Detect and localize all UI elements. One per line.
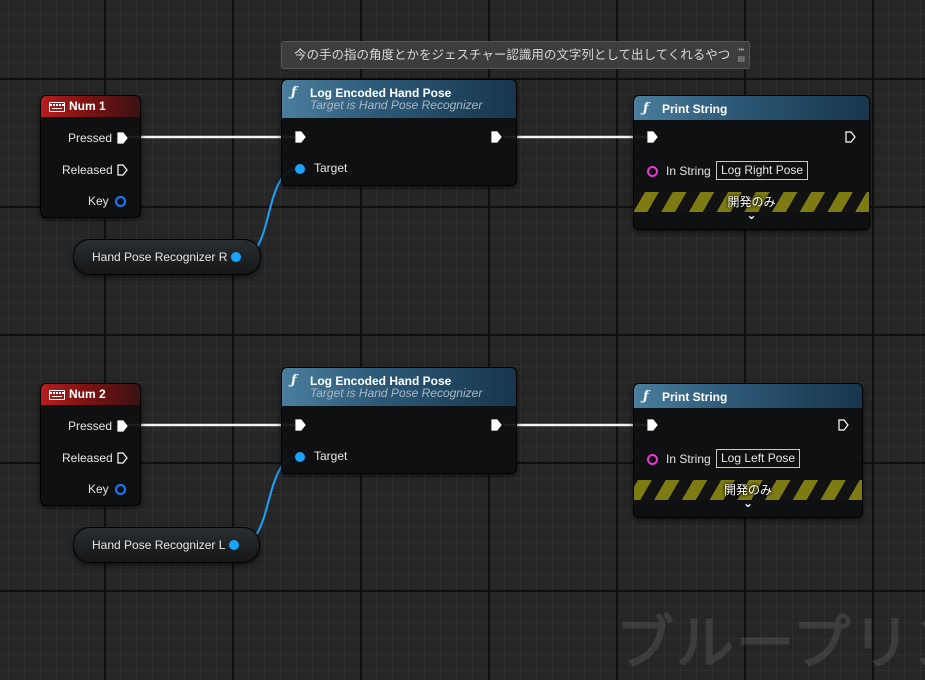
variable-label: Hand Pose Recognizer L bbox=[92, 538, 226, 552]
exec-pin-icon[interactable] bbox=[117, 132, 128, 144]
event-node-header: Num 1 bbox=[41, 96, 140, 117]
in-string-field[interactable]: Log Right Pose bbox=[716, 161, 809, 180]
variable-node-hand-pose-recognizer-r[interactable]: Hand Pose Recognizer R bbox=[73, 239, 261, 275]
log-encoded-hand-pose-node[interactable]: ƒ Log Encoded Hand Pose Target is Hand P… bbox=[281, 79, 517, 186]
variable-node-hand-pose-recognizer-l[interactable]: Hand Pose Recognizer L bbox=[73, 527, 260, 563]
function-node-header: ƒ Log Encoded Hand Pose Target is Hand P… bbox=[282, 80, 516, 118]
pin-label-pressed: Pressed bbox=[68, 131, 113, 145]
development-only-banner: 開発のみ bbox=[634, 192, 869, 212]
exec-pin-icon[interactable] bbox=[491, 131, 502, 143]
key-pin[interactable] bbox=[115, 484, 126, 495]
event-node-num1[interactable]: Num 1 Pressed Released Key bbox=[40, 95, 141, 218]
comment-text: 今の手の指の角度とかをジェスチャー認識用の文字列として出してくれるやつ bbox=[294, 48, 731, 62]
exec-pin-icon[interactable] bbox=[491, 419, 502, 431]
function-icon: ƒ bbox=[643, 389, 649, 404]
event-node-title: Num 2 bbox=[69, 387, 106, 401]
exec-pin-icon[interactable] bbox=[647, 419, 658, 431]
pin-label-key: Key bbox=[88, 482, 109, 496]
development-only-banner: 開発のみ bbox=[634, 480, 862, 500]
pin-label-target: Target bbox=[314, 449, 348, 463]
variable-output-pin[interactable] bbox=[229, 540, 239, 550]
exec-pin-icon[interactable] bbox=[647, 131, 658, 143]
log-encoded-hand-pose-node[interactable]: ƒ Log Encoded Hand Pose Target is Hand P… bbox=[281, 367, 517, 474]
function-icon: ƒ bbox=[291, 85, 297, 100]
function-node-subtitle: Target is Hand Pose Recognizer bbox=[310, 98, 483, 112]
keyboard-icon bbox=[49, 390, 65, 400]
development-only-label: 開発のみ bbox=[727, 195, 776, 209]
in-string-pin[interactable] bbox=[647, 454, 658, 465]
target-pin[interactable] bbox=[295, 452, 305, 462]
keyboard-icon bbox=[49, 102, 65, 112]
function-node-title: Log Encoded Hand Pose bbox=[310, 374, 452, 388]
function-node-title: Print String bbox=[662, 102, 728, 116]
key-pin[interactable] bbox=[115, 196, 126, 207]
print-string-node[interactable]: ƒ Print String In String Log Right Pose … bbox=[633, 95, 870, 230]
event-node-title: Num 1 bbox=[69, 99, 106, 113]
in-string-pin[interactable] bbox=[647, 166, 658, 177]
pin-label-released: Released bbox=[62, 451, 113, 465]
exec-pin-icon[interactable] bbox=[117, 164, 128, 176]
function-node-header: ƒ Print String bbox=[634, 384, 862, 408]
pin-label-key: Key bbox=[88, 194, 109, 208]
exec-pin-icon[interactable] bbox=[295, 419, 306, 431]
blueprint-watermark: ブループリント bbox=[616, 611, 925, 676]
exec-pin-icon[interactable] bbox=[117, 452, 128, 464]
event-node-header: Num 2 bbox=[41, 384, 140, 405]
exec-pin-icon[interactable] bbox=[117, 420, 128, 432]
function-node-subtitle: Target is Hand Pose Recognizer bbox=[310, 386, 483, 400]
exec-pin-icon[interactable] bbox=[295, 131, 306, 143]
function-node-header: ƒ Print String bbox=[634, 96, 869, 120]
variable-label: Hand Pose Recognizer R bbox=[92, 250, 228, 264]
function-icon: ƒ bbox=[643, 101, 649, 116]
function-icon: ƒ bbox=[291, 373, 297, 388]
pin-comment-icon[interactable]: ⇹▤ bbox=[737, 45, 745, 63]
exec-pin-icon[interactable] bbox=[845, 131, 856, 143]
function-node-header: ƒ Log Encoded Hand Pose Target is Hand P… bbox=[282, 368, 516, 406]
function-node-title: Log Encoded Hand Pose bbox=[310, 86, 452, 100]
expand-chevron-icon[interactable]: ⌄ bbox=[746, 208, 757, 222]
pin-label-target: Target bbox=[314, 161, 348, 175]
target-pin[interactable] bbox=[295, 164, 305, 174]
development-only-label: 開発のみ bbox=[723, 483, 772, 497]
pin-label-released: Released bbox=[62, 163, 113, 177]
pin-label-pressed: Pressed bbox=[68, 419, 113, 433]
comment-bubble[interactable]: 今の手の指の角度とかをジェスチャー認識用の文字列として出してくれるやつ ⇹▤ bbox=[281, 41, 750, 69]
pin-label-in-string: In String bbox=[666, 452, 711, 466]
variable-output-pin[interactable] bbox=[231, 252, 241, 262]
event-node-num2[interactable]: Num 2 Pressed Released Key bbox=[40, 383, 141, 506]
function-node-title: Print String bbox=[662, 390, 728, 404]
in-string-field[interactable]: Log Left Pose bbox=[716, 449, 801, 468]
expand-chevron-icon[interactable]: ⌄ bbox=[742, 496, 754, 510]
pin-label-in-string: In String bbox=[666, 164, 711, 178]
print-string-node[interactable]: ƒ Print String In String Log Left Pose 開… bbox=[633, 383, 863, 518]
exec-pin-icon[interactable] bbox=[838, 419, 849, 431]
